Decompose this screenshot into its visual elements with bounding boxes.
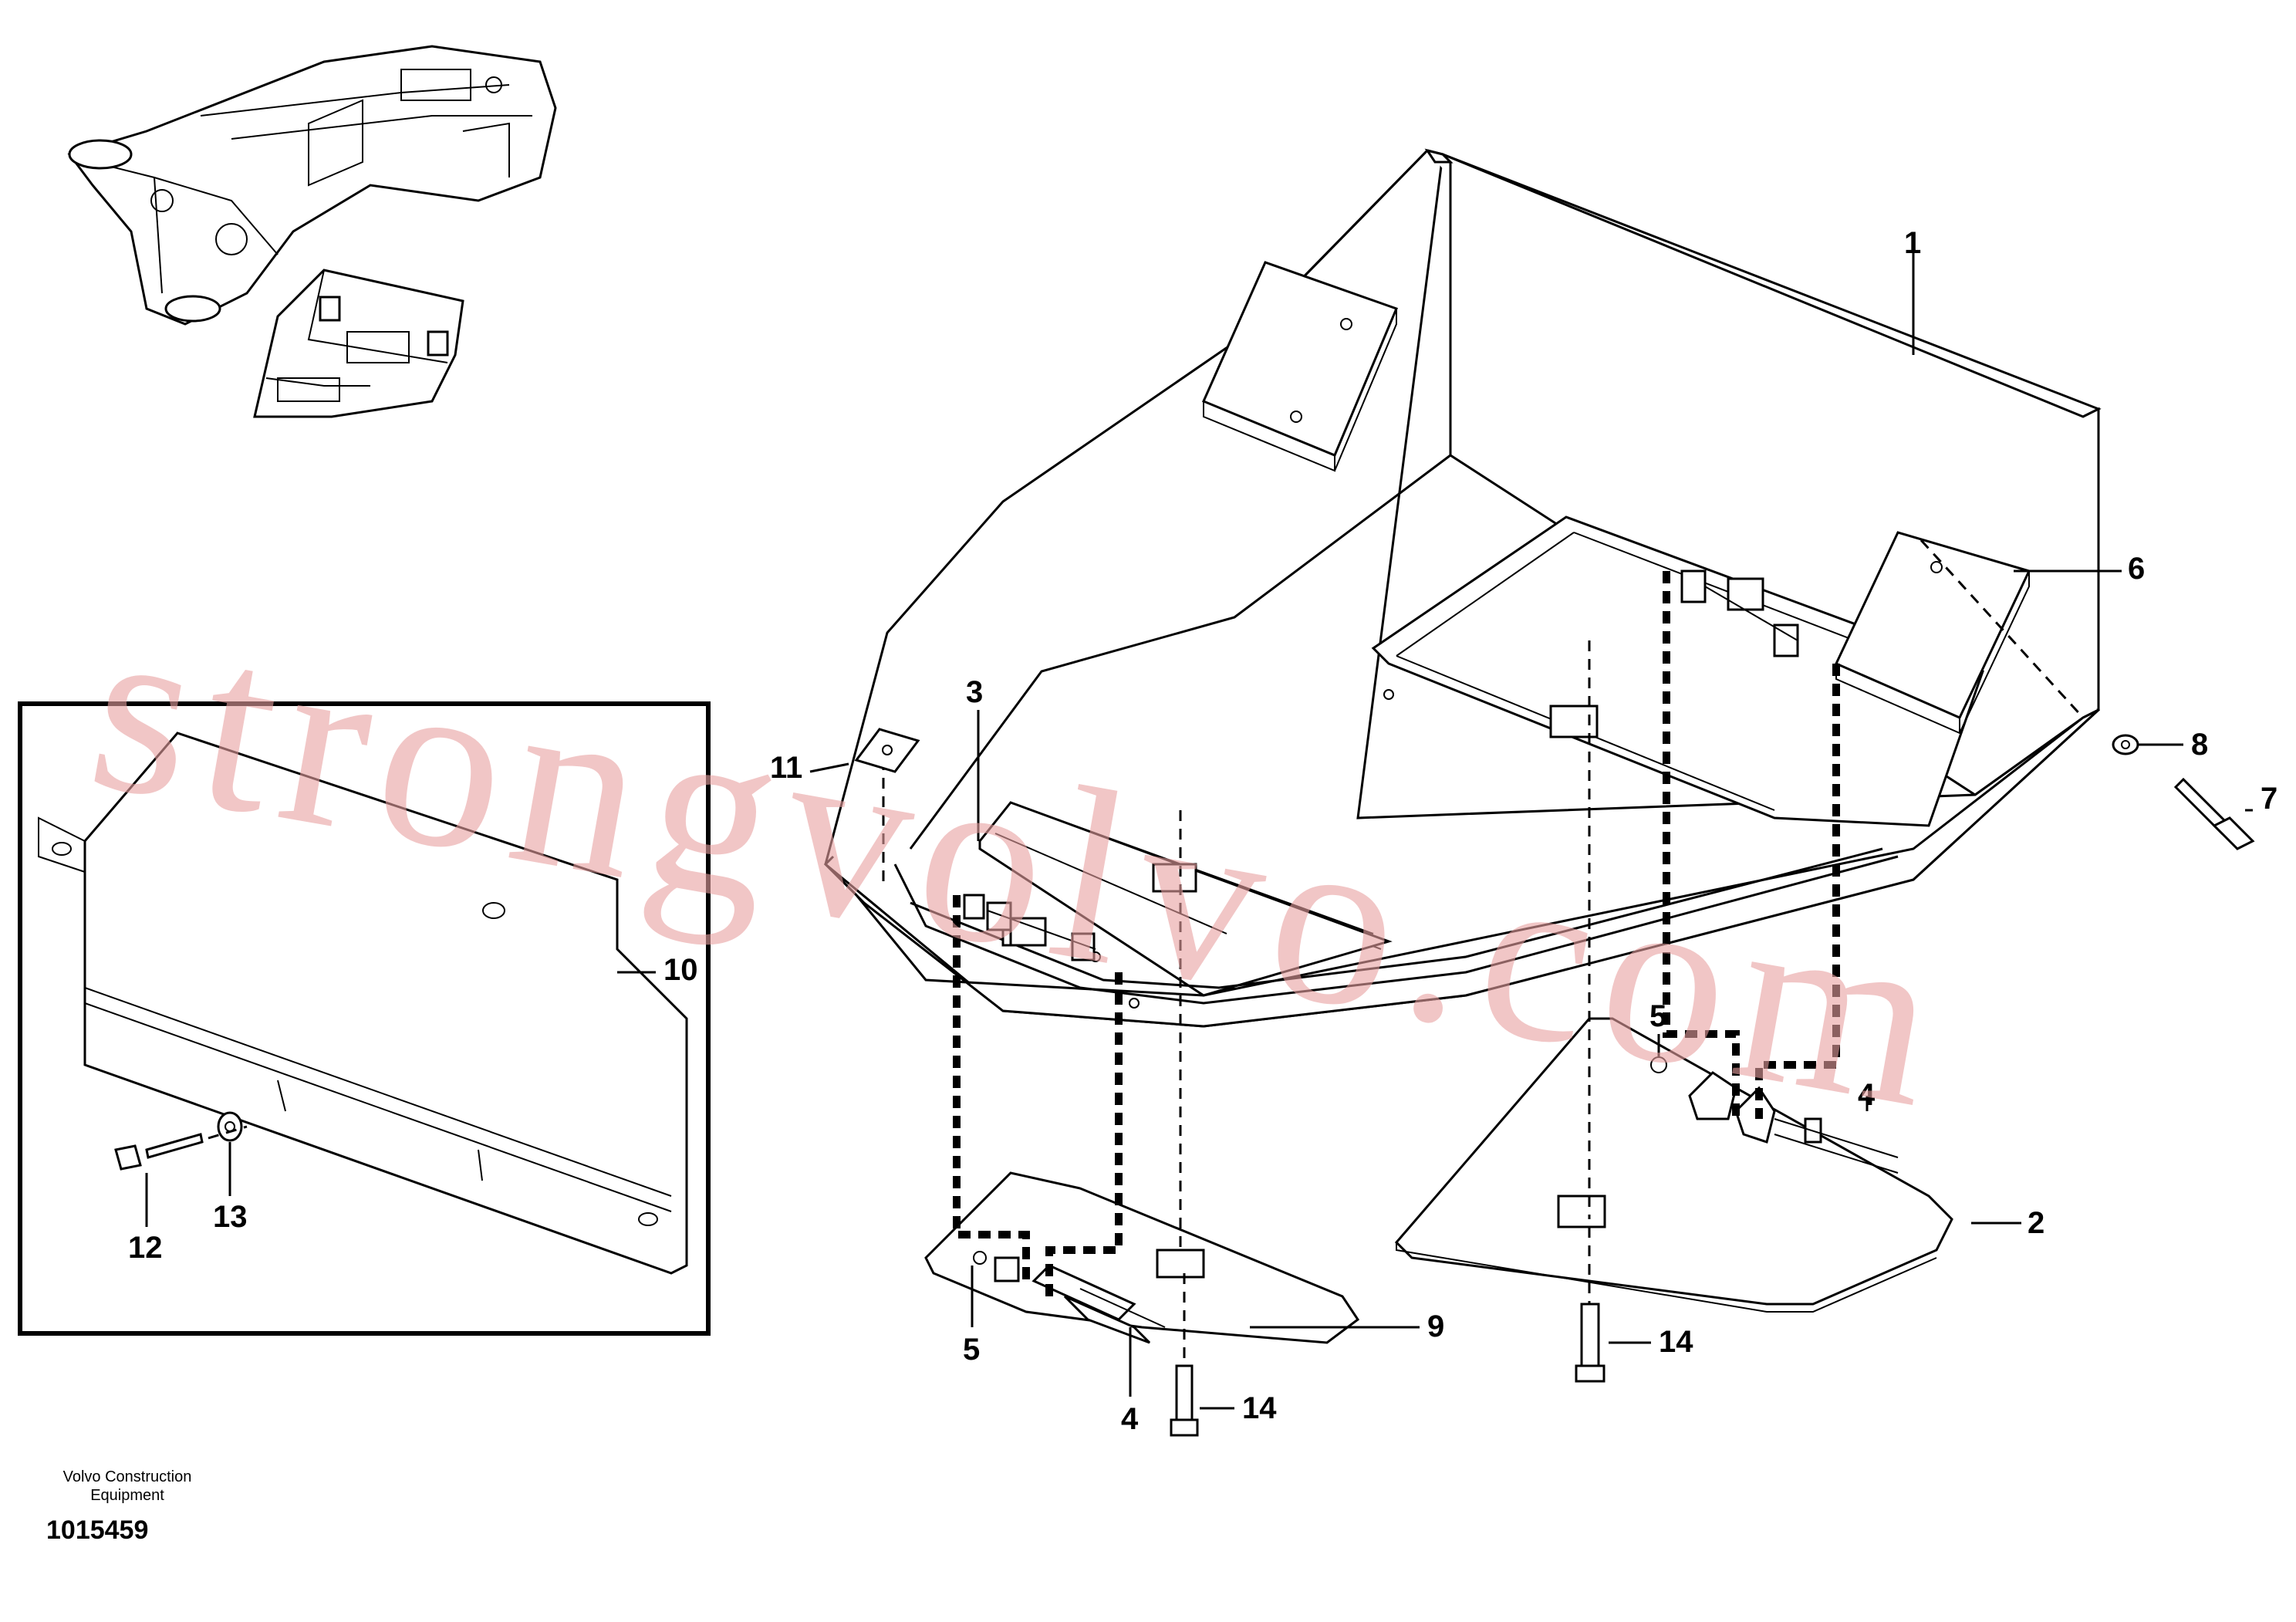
fasteners bbox=[854, 728, 2255, 1437]
cover-plate-left bbox=[924, 1171, 1360, 1344]
callout-4-left: 4 bbox=[1121, 1402, 1139, 1436]
callout-1: 1 bbox=[1904, 226, 1921, 260]
assembly-guide-lines bbox=[882, 539, 2085, 1358]
callout-13: 13 bbox=[213, 1200, 248, 1234]
company-name-line2: Equipment bbox=[90, 1487, 164, 1504]
callout-7: 7 bbox=[2261, 782, 2277, 816]
callout-3: 3 bbox=[966, 675, 983, 709]
callout-8: 8 bbox=[2191, 728, 2208, 762]
callout-5-left: 5 bbox=[963, 1333, 980, 1367]
callout-4-right: 4 bbox=[1858, 1078, 1876, 1112]
callout-2: 2 bbox=[2028, 1206, 2044, 1240]
leader-lines bbox=[145, 247, 2253, 1410]
detail-inset bbox=[18, 701, 711, 1336]
callout-14-middle: 14 bbox=[1242, 1391, 1277, 1425]
upper-mounting-plate bbox=[1202, 261, 1399, 472]
callout-labels: 1 6 8 7 11 3 10 5 4 2 9 14 14 5 4 12 13 bbox=[128, 226, 2277, 1436]
footer-info: Volvo Construction Equipment 1015459 bbox=[46, 1468, 191, 1545]
callout-5-right: 5 bbox=[1649, 999, 1666, 1033]
callout-10: 10 bbox=[663, 953, 698, 987]
callout-11: 11 bbox=[770, 751, 802, 785]
callout-6: 6 bbox=[2128, 552, 2145, 586]
company-name-line1: Volvo Construction bbox=[63, 1468, 192, 1485]
callout-12: 12 bbox=[128, 1231, 163, 1265]
document-number: 1015459 bbox=[46, 1516, 148, 1545]
frame-overview-illustration bbox=[67, 45, 557, 418]
callout-14-right: 14 bbox=[1659, 1325, 1693, 1359]
callout-9: 9 bbox=[1427, 1309, 1444, 1343]
